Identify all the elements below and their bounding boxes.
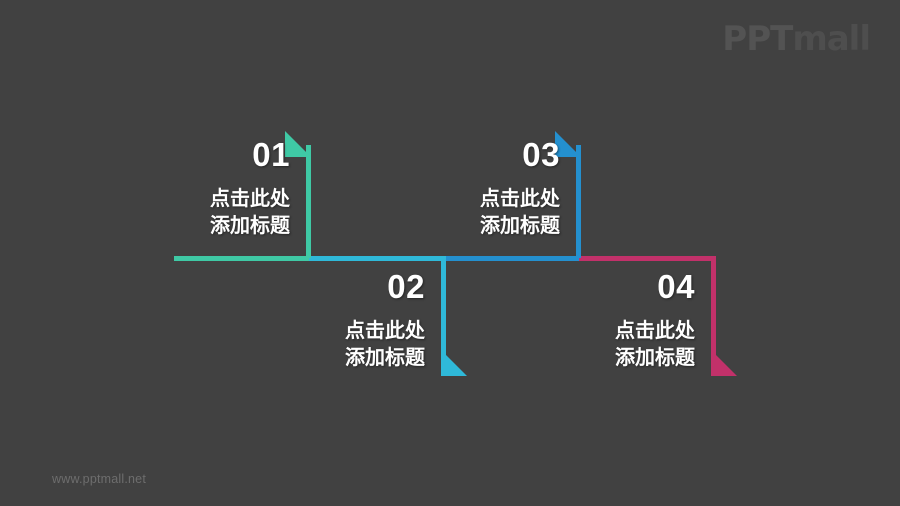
item-title-02: 点击此处 添加标题 [257,317,425,371]
item-title-01-line1: 点击此处 [210,186,290,210]
pptmall-logo: PPTmall [722,19,871,59]
item-title-02-line1: 点击此处 [345,318,425,342]
connector-line-01 [306,145,311,258]
marker-triangle-01 [285,131,311,157]
item-title-04-line2: 添加标题 [615,345,695,369]
site-watermark: www.pptmall.net [52,472,147,486]
connector-line-02 [441,256,446,356]
spine-segment-pink [579,256,716,261]
spine-segment-teal [174,256,309,261]
logo-text-primary: PPT [722,19,793,59]
connector-line-03 [576,145,581,258]
spine-segment-cyan [309,256,443,261]
logo-text-secondary: mall [792,19,871,59]
item-block-01[interactable]: 01 点击此处 添加标题 [122,138,290,239]
item-title-03-line2: 添加标题 [480,213,560,237]
marker-triangle-04 [711,350,737,376]
item-number-03: 03 [522,136,560,173]
item-number-04: 04 [657,268,695,305]
item-block-04[interactable]: 04 点击此处 添加标题 [527,270,695,371]
item-title-03-line1: 点击此处 [480,186,560,210]
marker-triangle-02 [441,350,467,376]
marker-triangle-03 [555,131,581,157]
item-title-01-line2: 添加标题 [210,213,290,237]
connector-line-04 [711,256,716,356]
item-title-01: 点击此处 添加标题 [122,185,290,239]
item-title-04: 点击此处 添加标题 [527,317,695,371]
item-block-03[interactable]: 03 点击此处 添加标题 [392,138,560,239]
item-number-02: 02 [387,268,425,305]
item-title-04-line1: 点击此处 [615,318,695,342]
item-number-01: 01 [252,136,290,173]
spine-segment-blue [443,256,579,261]
item-block-02[interactable]: 02 点击此处 添加标题 [257,270,425,371]
item-title-02-line2: 添加标题 [345,345,425,369]
item-title-03: 点击此处 添加标题 [392,185,560,239]
